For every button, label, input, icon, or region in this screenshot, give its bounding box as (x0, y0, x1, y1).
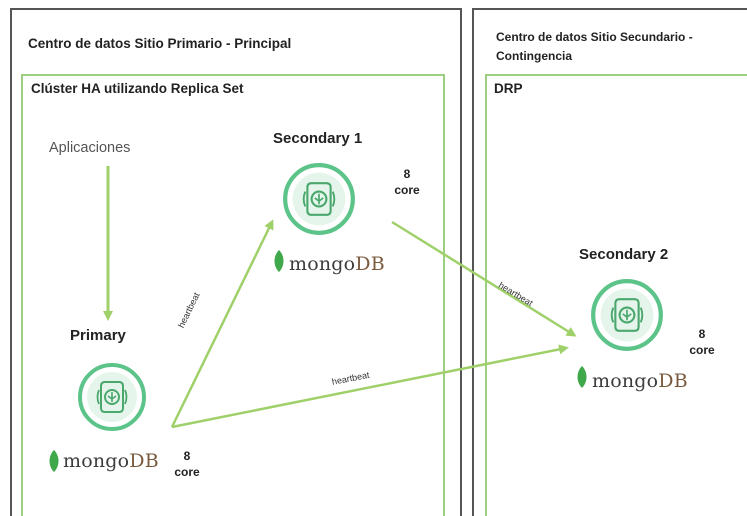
mongodb-database-icon (283, 163, 355, 235)
primary-core-number: 8 (183, 449, 191, 463)
primary-node-label: Primary (70, 327, 126, 344)
cluster-title: Clúster HA utilizando Replica Set (31, 81, 244, 96)
secondary1-core-unit: core (394, 183, 420, 197)
mongodb-brand-part-b: DB (355, 253, 385, 275)
drp-title: DRP (494, 81, 523, 96)
drp-box (485, 74, 747, 516)
secondary2-core-count: 8 core (685, 326, 719, 358)
primary-core-count: 8 core (170, 448, 204, 480)
secondary1-core-count: 8 core (390, 166, 424, 198)
applications-label: Aplicaciones (49, 140, 131, 156)
secondary2-core-number: 8 (698, 327, 706, 341)
secondary-datacenter-title-line1: Centro de datos Sitio Secundario - (496, 30, 693, 44)
secondary-datacenter-title: Centro de datos Sitio Secundario - Conti… (496, 28, 693, 66)
primary-to-secondary2-arrow (171, 344, 569, 429)
mongodb-leaf-icon (49, 450, 59, 472)
secondary2-mongodb-wordmark: mongoDB (592, 370, 688, 392)
mongodb-leaf-icon (274, 250, 284, 272)
primary-mongodb-wordmark: mongoDB (63, 450, 159, 472)
mongodb-brand-part-a: mongo (289, 253, 356, 275)
primary-datacenter-title: Centro de datos Sitio Primario - Princip… (28, 36, 292, 51)
secondary1-mongodb-node (270, 162, 380, 282)
mongodb-brand-part-a: mongo (592, 370, 659, 392)
primary-core-unit: core (174, 465, 200, 479)
secondary1-node-label: Secondary 1 (273, 130, 363, 147)
secondary1-to-secondary2-arrow (391, 220, 577, 337)
secondary2-mongodb-node (577, 278, 688, 398)
primary-mongodb-node (49, 362, 167, 482)
secondary1-mongodb-wordmark: mongoDB (289, 253, 385, 275)
secondary2-node-label: Secondary 2 (579, 246, 669, 263)
mongodb-brand-part-b: DB (129, 450, 159, 472)
mongodb-brand-part-b: DB (658, 370, 688, 392)
mongodb-database-icon (78, 363, 146, 431)
mongodb-brand-part-a: mongo (63, 450, 130, 472)
mongodb-leaf-icon (577, 366, 587, 388)
secondary-datacenter-title-line2: Contingencia (496, 49, 573, 63)
cluster-box (21, 74, 445, 516)
secondary1-core-number: 8 (403, 167, 411, 181)
secondary-datacenter-box (472, 8, 747, 516)
primary-datacenter-box (10, 8, 462, 516)
secondary2-core-unit: core (689, 343, 715, 357)
primary-to-secondary1-arrow (170, 219, 274, 428)
mongodb-database-icon (591, 279, 663, 351)
